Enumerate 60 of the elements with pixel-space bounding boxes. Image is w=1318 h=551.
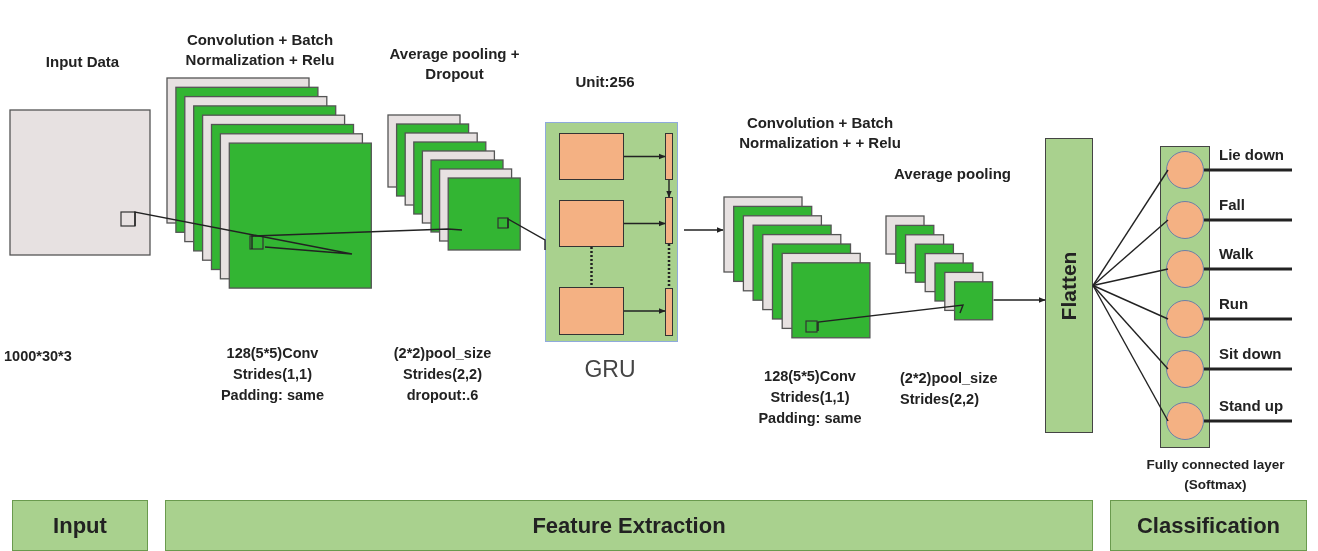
output-line <box>1204 367 1292 371</box>
layer-title: Convolution + Batch Normalization + Relu <box>184 30 336 69</box>
edge-label: Stand up <box>1219 397 1284 414</box>
connector-line <box>1092 284 1169 370</box>
layer-title: Convolution + Batch Normalization + + Relu <box>738 113 902 152</box>
edge-label: Walk <box>1219 245 1254 262</box>
edge-label: Fall <box>1219 196 1245 213</box>
stage-band: Input <box>12 500 148 551</box>
connector-line <box>134 211 353 255</box>
arrow <box>623 308 666 314</box>
connector-line <box>1092 284 1169 320</box>
connector-line <box>1092 284 1169 422</box>
arrow <box>623 153 666 160</box>
output-neuron-circle <box>1166 350 1204 388</box>
layer-parameters: 128(5*5)Conv Strides(1,1) Padding: same <box>757 367 863 429</box>
output-neuron-circle <box>1166 201 1204 239</box>
layer-title: Average pooling <box>893 164 1012 184</box>
output-neuron-circle <box>1166 402 1204 440</box>
connector-line <box>1092 219 1169 287</box>
layer-title: GRU <box>583 355 637 384</box>
connector-line <box>1092 268 1169 287</box>
stage-band: Classification <box>1110 500 1307 551</box>
arrow <box>623 220 666 227</box>
output-line <box>1204 168 1292 172</box>
hidden-state-bar <box>665 288 673 336</box>
dotted-line <box>590 247 593 287</box>
arrow <box>666 179 672 198</box>
edge-label: Sit down <box>1219 345 1282 362</box>
output-neuron-circle <box>1166 300 1204 338</box>
connector-line <box>1092 169 1169 287</box>
output-line <box>1204 267 1292 271</box>
layer-parameters: 1000*30*3 <box>4 347 73 366</box>
connector-line <box>817 304 965 332</box>
connector-line <box>251 228 463 250</box>
gru-cell-box <box>559 200 624 247</box>
gru-cell-box <box>559 287 624 335</box>
layer-parameters: 128(5*5)Conv Strides(1,1) Padding: same <box>219 344 326 406</box>
connector-line <box>507 217 546 251</box>
edge-label: Run <box>1219 295 1249 312</box>
output-line <box>1204 218 1292 222</box>
output-line <box>1204 419 1292 423</box>
output-line <box>1204 317 1292 321</box>
output-neuron-circle <box>1166 250 1204 288</box>
layer-title: Fully connected layer (Softmax) <box>1145 456 1286 495</box>
layer-title: Input Data <box>44 52 121 72</box>
hidden-state-bar <box>665 133 673 180</box>
output-neuron-circle <box>1166 151 1204 189</box>
arrow <box>992 297 1046 303</box>
layer-title: Average pooling + Dropout <box>388 44 521 83</box>
flatten-layer-bar <box>1045 138 1093 433</box>
hidden-state-bar <box>665 197 673 244</box>
stage-band: Feature Extraction <box>165 500 1093 551</box>
layer-parameters: (2*2)pool_size Strides(2,2) dropout:.6 <box>392 344 493 406</box>
dotted-line <box>667 244 671 288</box>
layer-title: Flatten <box>1057 251 1081 320</box>
gru-cell-box <box>559 133 624 180</box>
unit-count-label: Unit:256 <box>574 72 636 92</box>
arrow <box>683 227 724 233</box>
layer-parameters: (2*2)pool_size Strides(2,2) <box>900 369 999 409</box>
edge-label: Lie down <box>1219 146 1284 163</box>
